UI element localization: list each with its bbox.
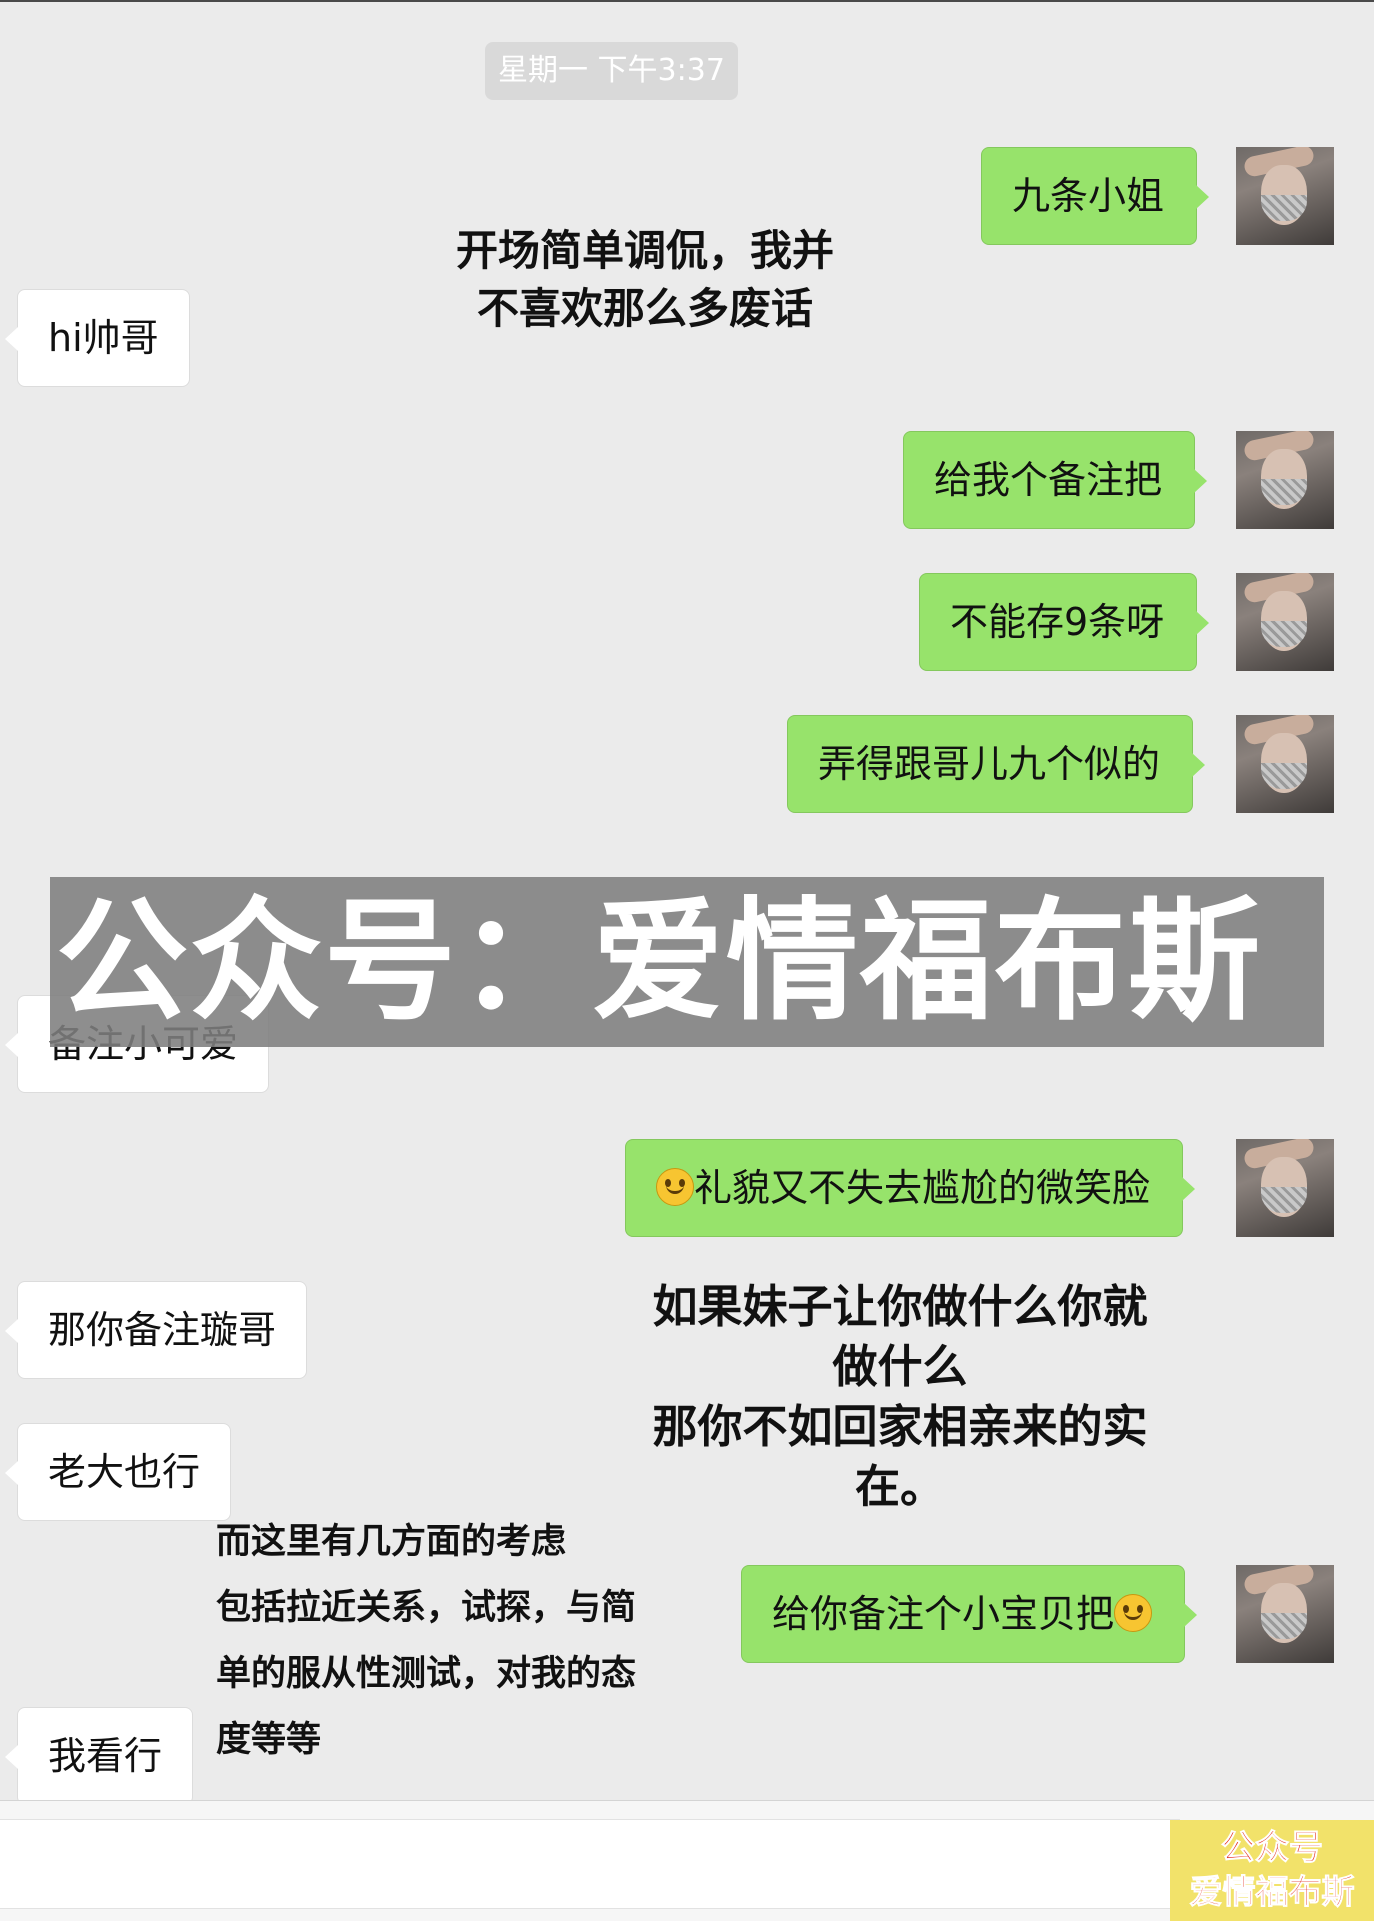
sent-message-bubble[interactable]: 礼貌又不失去尴尬的微笑脸 [625, 1139, 1196, 1237]
user-avatar[interactable] [1236, 431, 1334, 529]
received-message-bubble[interactable]: 那你备注璇哥 [4, 1281, 308, 1379]
annotation-text: 开场简单调侃，我并 不喜欢那么多废话 [455, 226, 834, 333]
sent-message-bubble[interactable]: 给你备注个小宝贝把 [741, 1565, 1198, 1663]
message-text: 礼貌又不失去尴尬的微笑脸 [694, 1166, 1151, 1210]
received-message-bubble[interactable]: hi帅哥 [5, 289, 190, 387]
smiley-emoji-icon [656, 1168, 694, 1206]
annotation-text: 如果妹子让你做什么你就 做什么 那你不如回家相亲来的实 在。 [652, 1280, 1148, 1513]
received-message-bubble[interactable]: 老大也行 [4, 1423, 232, 1521]
watermark-banner: 公众号：爱情福布斯 [50, 877, 1324, 1047]
message-text: 给你备注个小宝贝把 [772, 1592, 1115, 1636]
chat-area[interactable]: 星期一 下午3:37 九条小姐 开场简单调侃，我并 不喜欢那么多废话 hi帅哥 … [0, 0, 1374, 1805]
user-avatar[interactable] [1236, 147, 1334, 245]
annotation-text: 而这里有几方面的考虑 包括拉近关系，试探，与简 单的服从性测试，对我的态 度等等 [216, 1522, 637, 1760]
watermark-logo-stamp: 公众号 爱情福布斯 [1170, 1820, 1374, 1921]
user-avatar[interactable] [1236, 715, 1334, 813]
sent-message-bubble[interactable]: 九条小姐 [981, 147, 1210, 245]
input-bar [0, 1800, 1374, 1921]
timestamp-pill: 星期一 下午3:37 [485, 42, 738, 100]
stamp-line-1: 公众号 [1221, 1828, 1324, 1869]
user-avatar[interactable] [1236, 1565, 1334, 1663]
smiley-emoji-icon [1114, 1594, 1153, 1632]
message-input[interactable] [0, 1819, 1180, 1909]
user-avatar[interactable] [1236, 1139, 1334, 1237]
sent-message-bubble[interactable]: 弄得跟哥儿九个似的 [787, 715, 1206, 813]
received-message-bubble[interactable]: 我看行 [4, 1707, 194, 1805]
sent-message-bubble[interactable]: 给我个备注把 [903, 431, 1208, 529]
sent-message-bubble[interactable]: 不能存9条呀 [919, 573, 1210, 671]
stamp-line-2: 爱情福布斯 [1189, 1872, 1355, 1912]
user-avatar[interactable] [1236, 573, 1334, 671]
